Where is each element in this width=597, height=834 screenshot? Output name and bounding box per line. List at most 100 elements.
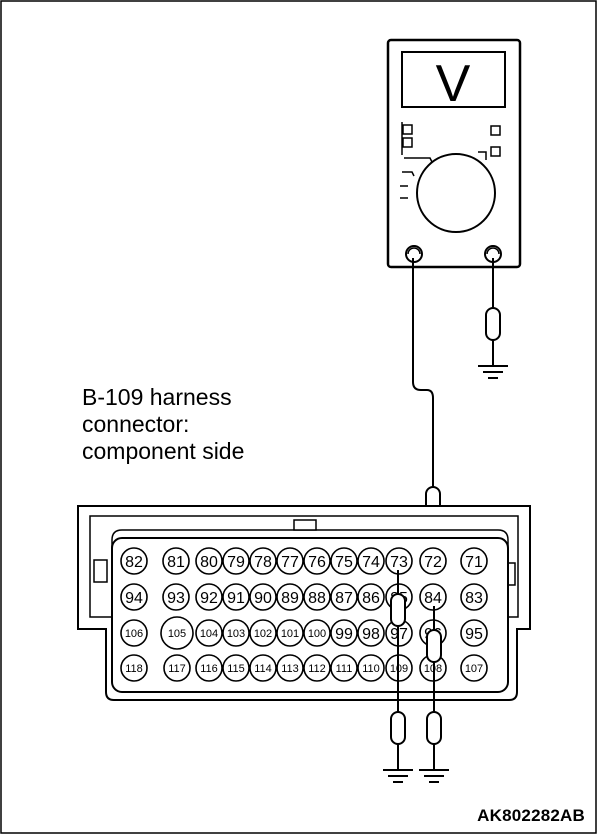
connector-pin-95: 95	[460, 619, 488, 647]
pin-label: 71	[465, 554, 483, 571]
connector-pin-104: 104	[195, 619, 223, 647]
connector-pin-117: 117	[163, 654, 191, 682]
connector-pin-114: 114	[249, 654, 277, 682]
connector-pin-118: 118	[120, 654, 148, 682]
pin-label: 78	[254, 554, 272, 571]
pin-label: 111	[336, 663, 353, 675]
meter-button	[402, 137, 413, 148]
probe	[390, 711, 406, 745]
connector-pin-102: 102	[249, 619, 277, 647]
connector-pin-106: 106	[120, 619, 148, 647]
meter-button	[490, 125, 501, 136]
pin-label: 77	[281, 554, 299, 571]
connector-pin-99: 99	[330, 619, 358, 647]
pin-label: 115	[227, 663, 245, 675]
pin-label: 75	[335, 554, 353, 571]
pin-label: 84	[424, 590, 442, 607]
pin-label: 112	[308, 663, 326, 675]
connector-pin-90: 90	[249, 583, 277, 611]
connector-pin-71: 71	[460, 547, 488, 575]
pin-label: 83	[465, 590, 483, 607]
pin-label: 88	[308, 590, 326, 607]
connector-pin-111: 111	[330, 654, 358, 682]
ground-symbol	[419, 769, 449, 783]
connector-pin-113: 113	[276, 654, 304, 682]
connector-pin-98: 98	[357, 619, 385, 647]
connector-pin-93: 93	[162, 583, 190, 611]
pin-label: 94	[125, 590, 143, 607]
probe-lead-96	[419, 606, 449, 783]
meter-button	[402, 124, 413, 135]
pin-label: 102	[254, 628, 272, 640]
connector-pin-83: 83	[460, 583, 488, 611]
multimeter: V	[386, 38, 522, 269]
pin-label: 104	[200, 628, 218, 640]
meter-button	[490, 146, 501, 157]
pin-label: 118	[125, 663, 143, 675]
pin-label: 101	[281, 628, 299, 640]
connector-lock	[293, 519, 317, 531]
meter-display	[401, 51, 506, 108]
connector-pin-84: 84	[419, 583, 447, 611]
pin-label: 72	[424, 554, 442, 571]
meter-dial	[416, 153, 496, 233]
connector-caption: B-109 harness connector: component side	[82, 384, 244, 465]
probe	[485, 307, 501, 341]
pin-label: 114	[254, 663, 272, 675]
pin-label: 79	[227, 554, 245, 571]
pin-label: 110	[362, 663, 380, 675]
pin-label: 89	[281, 590, 299, 607]
connector-pin-105: 105	[160, 616, 194, 650]
connector-pin-75: 75	[330, 547, 358, 575]
pin-label: 87	[335, 590, 353, 607]
pin-label: 73	[390, 554, 408, 571]
probe	[426, 711, 442, 745]
pin-label: 86	[362, 590, 380, 607]
connector-pin-72: 72	[419, 547, 447, 575]
connector-pin-89: 89	[276, 583, 304, 611]
probe	[390, 593, 406, 627]
pin-label: 90	[254, 590, 272, 607]
pin-label: 92	[200, 590, 218, 607]
connector-pin-91: 91	[222, 583, 250, 611]
connector-pin-74: 74	[357, 547, 385, 575]
connector-pin-115: 115	[222, 654, 250, 682]
pin-label: 74	[362, 554, 380, 571]
pin-label: 97	[390, 626, 408, 643]
pin-label: 98	[362, 626, 380, 643]
caption-line: component side	[82, 438, 245, 464]
connector-pin-103: 103	[222, 619, 250, 647]
connector-pin-112: 112	[303, 654, 331, 682]
connector-pin-101: 101	[276, 619, 304, 647]
connector-pin-76: 76	[303, 547, 331, 575]
pin-label: 93	[167, 590, 185, 607]
pin-label: 107	[465, 663, 483, 675]
pin-label: 100	[308, 628, 326, 640]
pin-label: 82	[125, 554, 143, 571]
pin-label: 105	[168, 628, 186, 640]
connector-pin-77: 77	[276, 547, 304, 575]
pin-label: 106	[125, 628, 143, 640]
connector-pin-88: 88	[303, 583, 331, 611]
pin-label: 103	[227, 628, 245, 640]
connector-pin-107: 107	[460, 654, 488, 682]
connector-pin-94: 94	[120, 583, 148, 611]
connector-pin-100: 100	[303, 619, 331, 647]
probe	[426, 629, 442, 663]
meter-ground-lead	[478, 258, 508, 379]
pin-label: 99	[335, 626, 353, 643]
connector-pin-86: 86	[357, 583, 385, 611]
connector-pin-81: 81	[162, 547, 190, 575]
pin-label: 113	[281, 663, 299, 675]
probe-lead-97	[383, 570, 413, 783]
connector-key-left	[93, 559, 108, 583]
connector-pin-80: 80	[195, 547, 223, 575]
pin-label: 80	[200, 554, 218, 571]
pin-label: 117	[168, 663, 186, 675]
meter-display-symbol: V	[436, 55, 471, 113]
connector-pin-116: 116	[195, 654, 223, 682]
